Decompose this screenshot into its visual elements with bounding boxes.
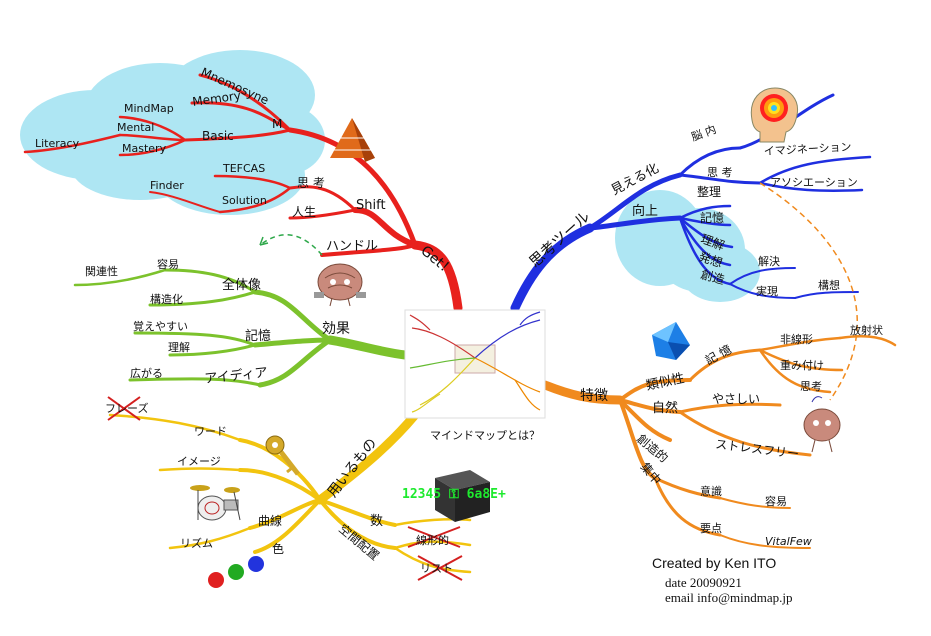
label-kouzouka: 構造化 bbox=[150, 292, 183, 306]
mindmap-thumbnail-icon[interactable] bbox=[404, 309, 546, 419]
label-feature: 特徴 bbox=[580, 388, 608, 404]
branch-effect bbox=[73, 268, 410, 388]
label-kyokusen: 曲線 bbox=[258, 513, 282, 528]
label-literacy: Literacy bbox=[35, 137, 80, 150]
label-use: 用いるもの bbox=[325, 435, 381, 500]
branch-use bbox=[108, 410, 472, 574]
label-mindmap: MindMap bbox=[124, 102, 174, 115]
label-feature-kioku: 記 憶 bbox=[702, 341, 734, 367]
label-basic: Basic bbox=[202, 129, 234, 143]
label-kaiketsu: 解決 bbox=[758, 254, 780, 268]
label-shizen: 自然 bbox=[652, 400, 678, 416]
label-seiri: 整理 bbox=[697, 184, 721, 199]
number-cube-icon: 12345 ⚿ 6a8E+ bbox=[402, 470, 506, 522]
label-rhythm: リズム bbox=[180, 536, 213, 550]
label-nounai: 脳 内 bbox=[689, 122, 718, 144]
cloud-top-left bbox=[20, 50, 325, 215]
label-tefcas: TEFCAS bbox=[222, 162, 265, 175]
label-finder: Finder bbox=[150, 179, 184, 192]
label-ruijisei: 類似性 bbox=[645, 371, 686, 394]
blue-crystal-icon bbox=[652, 322, 690, 360]
cloud-right bbox=[615, 190, 760, 302]
label-image: イメージ bbox=[177, 455, 221, 468]
credit-author: Created by Ken ITO bbox=[652, 555, 777, 571]
label-tool-shikou: 思 考 bbox=[707, 166, 733, 179]
label-word: ワード bbox=[194, 425, 227, 438]
label-effect: 効果 bbox=[322, 321, 350, 337]
label-oboeyasui: 覚えやすい bbox=[133, 320, 188, 333]
heat-head-icon bbox=[750, 87, 799, 143]
number-cube-text: 12345 ⚿ 6a8E+ bbox=[402, 487, 506, 502]
brain-mascot-icon bbox=[314, 263, 366, 307]
label-hassou: 発想 bbox=[697, 249, 724, 271]
label-memory: Memory bbox=[191, 88, 241, 109]
label-stressfree: ストレスフリー bbox=[715, 437, 800, 461]
label-imagination: イマジネーション bbox=[763, 140, 851, 158]
label-housha: 放射状 bbox=[850, 323, 883, 337]
label-yasashii: やさしい bbox=[712, 392, 760, 406]
label-get-shikou: 思 考 bbox=[297, 176, 325, 190]
dashed-link-handle bbox=[259, 234, 323, 256]
branch-get bbox=[23, 73, 463, 313]
label-handle: ハンドル bbox=[326, 239, 378, 254]
label-iro: 色 bbox=[272, 542, 284, 556]
label-tool-kioku: 記憶 bbox=[700, 210, 724, 225]
label-phrase: フレーズ bbox=[105, 401, 148, 415]
label-m: M bbox=[272, 117, 282, 131]
key-icon bbox=[265, 435, 300, 476]
label-hirogaru: 広がる bbox=[130, 366, 163, 380]
label-mastery: Mastery bbox=[122, 142, 167, 155]
label-koujou: 向上 bbox=[632, 203, 658, 219]
branch-tool bbox=[510, 93, 872, 313]
label-youten: 要点 bbox=[700, 522, 722, 535]
dashed-link-arrowhead bbox=[259, 236, 269, 246]
label-jitsugen: 実現 bbox=[756, 284, 778, 298]
label-youi: 容易 bbox=[157, 257, 179, 271]
label-association: アソシエーション bbox=[770, 176, 858, 189]
branch-feature bbox=[540, 335, 897, 549]
label-list: リスト bbox=[420, 562, 453, 575]
label-effect-rikai: 理解 bbox=[168, 340, 190, 354]
center-caption: マインドマップとは？ bbox=[430, 429, 540, 442]
color-balls-icon bbox=[208, 556, 264, 588]
label-omomi: 重み付け bbox=[780, 358, 824, 372]
label-kazu: 数 bbox=[370, 514, 383, 529]
label-solution: Solution bbox=[222, 194, 267, 207]
strike-marks bbox=[107, 396, 463, 581]
label-tool: 思考ツール bbox=[526, 207, 594, 271]
label-souzou: 創造 bbox=[699, 267, 726, 287]
pyramid-icon bbox=[330, 118, 375, 162]
label-idea: アイディア bbox=[204, 364, 269, 387]
label-hisenkei: 非線形 bbox=[780, 332, 813, 346]
label-feature-shikou: 思考 bbox=[800, 380, 822, 393]
label-vitalfew: VitalFew bbox=[765, 535, 812, 548]
label-feature-youi: 容易 bbox=[765, 494, 787, 508]
label-kousou: 構想 bbox=[818, 278, 840, 292]
label-mental: Mental bbox=[117, 121, 154, 134]
label-ishiki: 意識 bbox=[700, 484, 722, 498]
credit-email: email info@mindmap.jp bbox=[665, 590, 793, 605]
dashed-link-association bbox=[759, 182, 859, 401]
credit-date: date 20090921 bbox=[665, 575, 742, 590]
label-shift: Shift bbox=[356, 198, 386, 213]
label-jinsei: 人生 bbox=[292, 205, 316, 219]
thinking-brain-icon bbox=[803, 396, 841, 453]
label-kanrensei: 関連性 bbox=[85, 264, 118, 278]
label-effect-kioku: 記憶 bbox=[245, 328, 271, 344]
label-zentaizou: 全体像 bbox=[222, 277, 261, 293]
drum-kit-icon bbox=[190, 485, 241, 521]
label-senkeiteki: 線形的 bbox=[416, 533, 449, 547]
